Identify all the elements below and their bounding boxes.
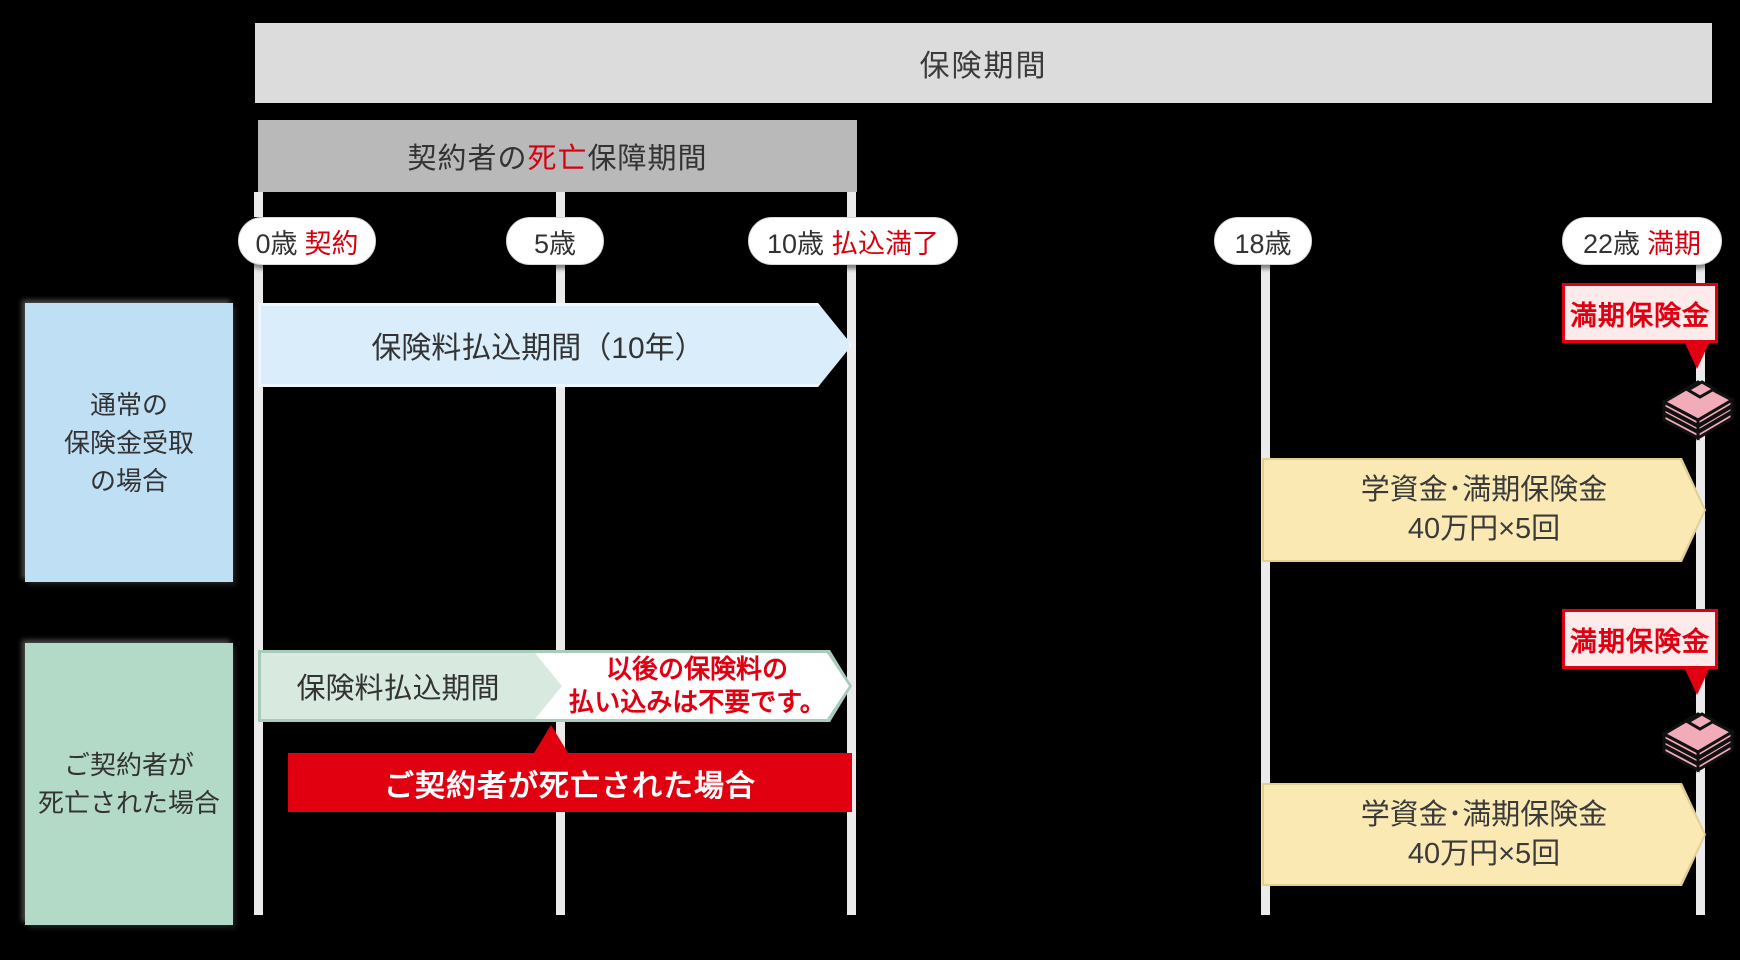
row-label-death-line1: ご契約者が xyxy=(63,750,194,780)
benefit-box-death: 学資金･満期保険金 40万円×5回 xyxy=(1262,783,1706,886)
money-stack-icon-death xyxy=(1660,712,1736,773)
maturity-benefit-callout-normal: 満期保険金 xyxy=(1562,283,1718,343)
age-pill-0-age: 0歳 xyxy=(255,228,298,259)
timeline-line-age18 xyxy=(1261,263,1270,915)
row-label-normal-case: 通常の 保険金受取 の場合 xyxy=(25,303,233,582)
maturity-callout-tail-normal xyxy=(1684,341,1710,369)
age-pill-0-note: 契約 xyxy=(304,228,359,259)
age-pill-18: 18歳 xyxy=(1214,217,1312,265)
death-event-bar: ご契約者が死亡された場合 xyxy=(288,753,852,812)
premium-period-arrow-death-label: 保険料払込期間 xyxy=(296,673,500,705)
death-event-bar-label: ご契約者が死亡された場合 xyxy=(384,769,756,803)
age-pill-18-age: 18歳 xyxy=(1234,228,1292,259)
timeline-line-age0 xyxy=(254,263,263,915)
maturity-callout-tail-death xyxy=(1684,667,1710,695)
death-event-pointer xyxy=(534,725,568,753)
maturity-benefit-callout-normal-label: 満期保険金 xyxy=(1570,300,1710,331)
maturity-benefit-callout-death-label: 満期保険金 xyxy=(1570,626,1710,657)
death-coverage-label: 契約者の死亡保障期間 xyxy=(407,143,708,175)
insurance-period-bar: 保険期間 xyxy=(255,23,1712,103)
age-pill-5-age: 5歳 xyxy=(533,228,577,259)
age-pill-22-note: 満期 xyxy=(1647,228,1702,259)
timeline-stub-age10 xyxy=(847,192,856,217)
timeline-stub-age5 xyxy=(556,192,565,217)
benefit-box-normal: 学資金･満期保険金 40万円×5回 xyxy=(1262,458,1706,562)
age-pill-5: 5歳 xyxy=(506,217,604,265)
premium-waiver-line2: 払い込みは不要です。 xyxy=(568,687,826,717)
row-label-death-line2: 死亡された場合 xyxy=(37,788,220,818)
timeline-line-age22 xyxy=(1696,263,1705,915)
row-label-normal-line3: の場合 xyxy=(89,465,168,496)
death-coverage-bar: 契約者の死亡保障期間 xyxy=(258,120,857,192)
premium-period-arrow-death: 保険料払込期間 以後の保険料の 払い込みは不要です。 xyxy=(258,650,852,722)
insurance-period-label: 保険期間 xyxy=(919,50,1048,83)
age-pill-10-age: 10歳 xyxy=(766,228,825,259)
timeline-stub-age0 xyxy=(254,192,263,217)
age-pill-22: 22歳満期 xyxy=(1562,217,1722,265)
timeline-line-age10 xyxy=(847,263,856,915)
row-label-normal-line2: 保険金受取 xyxy=(63,427,194,458)
age-pill-10-note: 払込満了 xyxy=(831,228,940,259)
premium-period-arrow-normal: 保険料払込期間（10年） xyxy=(258,303,852,387)
age-pill-22-age: 22歳 xyxy=(1582,228,1641,259)
benefit-box-normal-line1: 学資金･満期保険金 xyxy=(1360,474,1608,506)
premium-period-arrow-normal-label: 保険料払込期間（10年） xyxy=(371,332,705,365)
money-stack-icon-normal xyxy=(1660,380,1736,441)
age-pill-0: 0歳契約 xyxy=(238,217,376,265)
row-label-death-case: ご契約者が 死亡された場合 xyxy=(25,643,233,925)
benefit-box-death-line1: 学資金･満期保険金 xyxy=(1360,798,1608,831)
row-label-normal-line1: 通常の xyxy=(89,389,168,420)
timeline-line-age5 xyxy=(556,263,565,915)
age-pill-10: 10歳払込満了 xyxy=(748,217,958,265)
benefit-box-normal-line2: 40万円×5回 xyxy=(1407,513,1561,545)
benefit-box-death-line2: 40万円×5回 xyxy=(1407,837,1561,870)
premium-waiver-note: 以後の保険料の 払い込みは不要です。 xyxy=(567,653,827,719)
premium-waiver-line1: 以後の保険料の xyxy=(605,654,788,684)
premium-period-paid-section xyxy=(261,653,562,719)
maturity-benefit-callout-death: 満期保険金 xyxy=(1562,609,1718,669)
